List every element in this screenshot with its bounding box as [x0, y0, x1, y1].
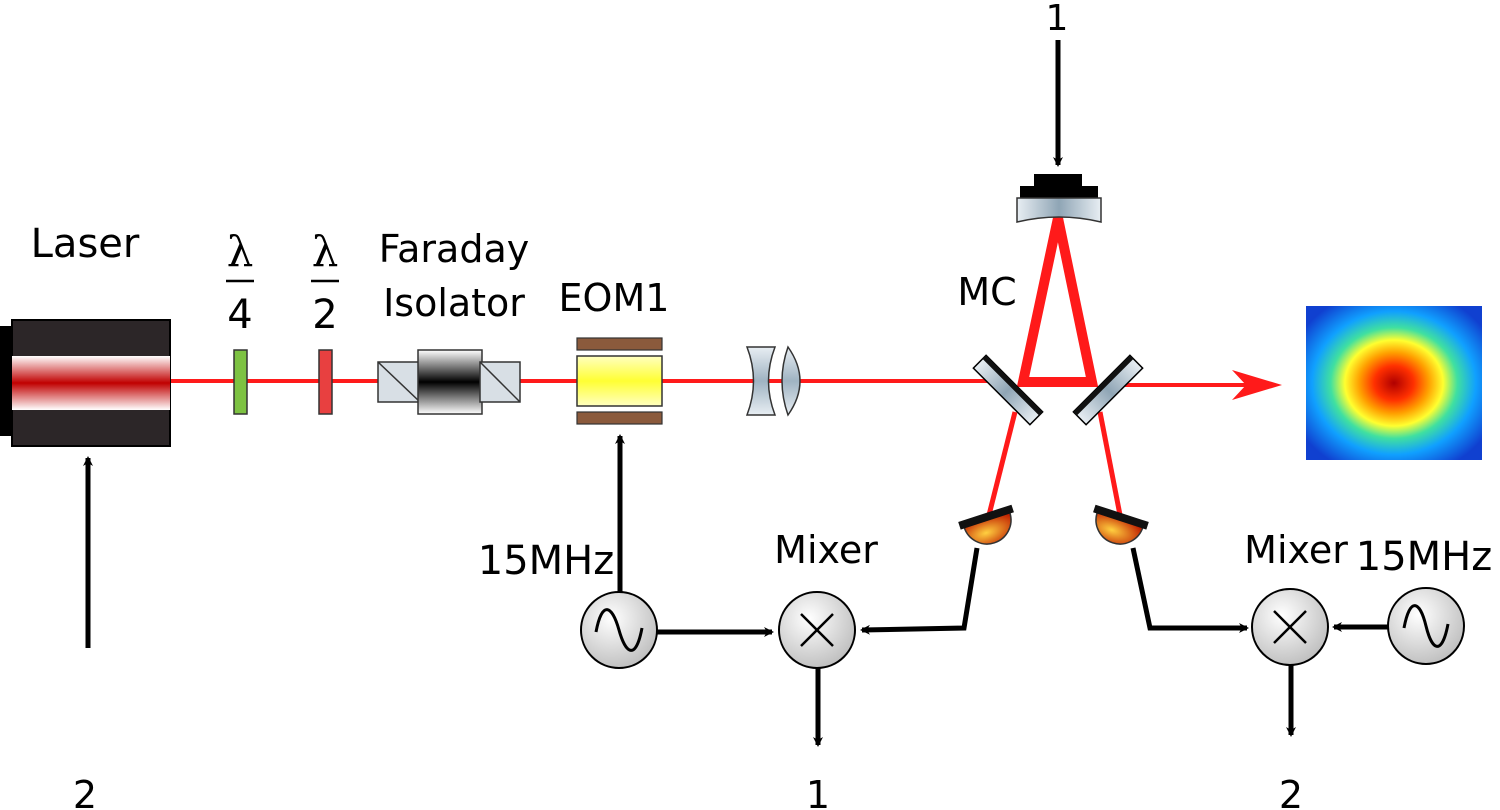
hwp-lambda: λ — [312, 227, 339, 276]
laser-label: Laser — [31, 221, 140, 267]
reflected-beam-left — [986, 411, 1018, 516]
photodiode-left — [958, 504, 1014, 545]
concave-lens — [745, 346, 777, 416]
mode-cleaner-cavity — [1016, 216, 1099, 387]
wire-pd-left-to-mixer — [860, 547, 980, 635]
mc-label: MC — [957, 270, 1016, 314]
qwp-lambda: λ — [227, 227, 254, 276]
mixer-right — [1251, 588, 1329, 666]
signal-mixer-right-label: 2 — [1279, 773, 1303, 810]
beam-profile-image — [1306, 306, 1482, 460]
output-beam-arrowhead — [1232, 370, 1282, 400]
quarter-wave-plate — [233, 349, 248, 415]
faraday-isolator — [377, 349, 521, 415]
oscillator-right — [1387, 587, 1465, 665]
mixer-left-label: Mixer — [774, 528, 878, 572]
reflected-beam-right — [1097, 411, 1123, 516]
laser — [0, 319, 171, 447]
hwp-denominator: 2 — [312, 292, 337, 338]
faraday-label-line2: Isolator — [383, 281, 525, 325]
oscillator-left — [580, 591, 658, 669]
mc-input-mirror — [972, 354, 1044, 426]
mixer-left — [778, 591, 856, 669]
half-wave-plate — [318, 349, 333, 415]
freq-right-label: 15MHz — [1356, 534, 1492, 580]
signal-mixer-left-label: 1 — [806, 773, 830, 810]
mc-output-mirror — [1072, 354, 1144, 426]
convex-lens — [781, 345, 801, 417]
freq-left-label: 15MHz — [478, 538, 614, 584]
wire-pd-right-to-mixer — [1130, 547, 1249, 633]
mixer-right-label: Mixer — [1244, 528, 1348, 572]
eom — [576, 337, 663, 425]
signal-wiring — [83, 40, 1388, 747]
faraday-label-line1: Faraday — [379, 227, 529, 271]
signal-laser-label: 2 — [73, 773, 97, 810]
mc-curved-mirror — [1016, 174, 1102, 223]
signal-top-label: 1 — [1046, 0, 1069, 39]
eom-label: EOM1 — [559, 276, 670, 320]
photodiode-right — [1093, 504, 1149, 545]
qwp-denominator: 4 — [227, 292, 252, 338]
